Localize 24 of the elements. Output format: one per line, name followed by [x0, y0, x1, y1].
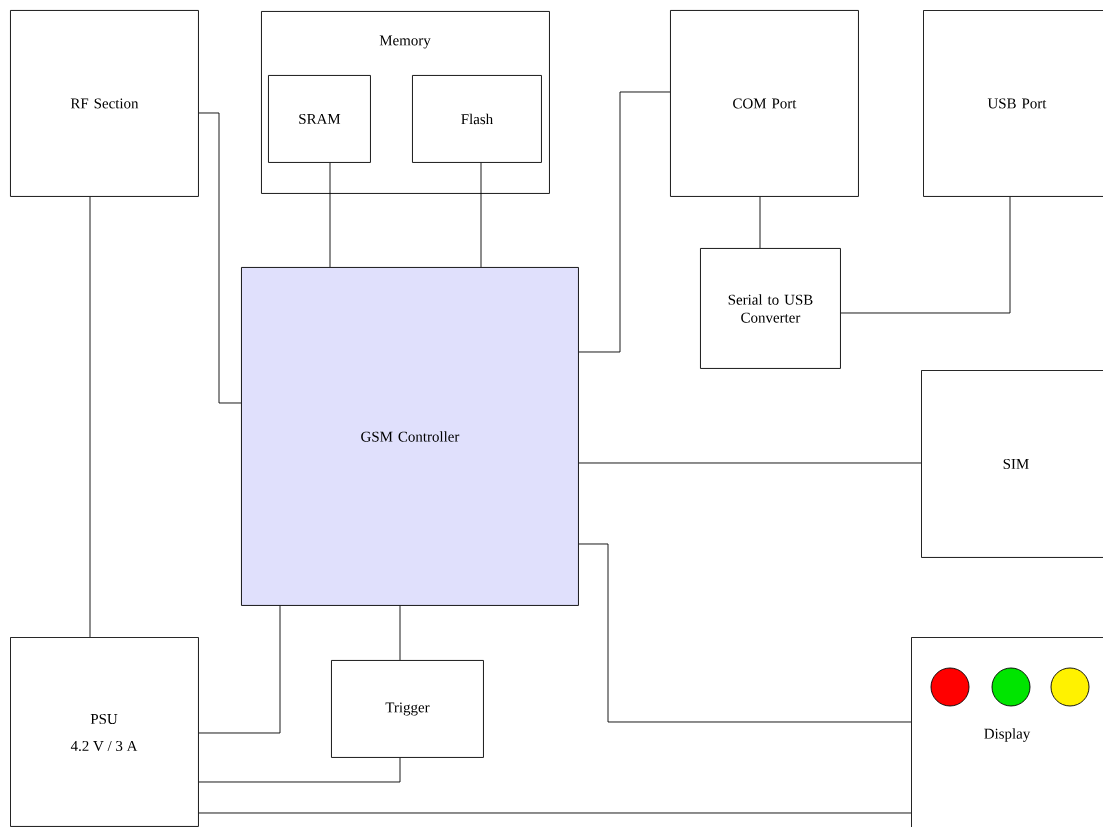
block-box: Trigger: [331, 660, 484, 758]
converter-box: Serial to USB Converter: [700, 248, 841, 369]
connector-line: [759, 196, 761, 249]
connector-line: [578, 462, 922, 464]
power-supply-box: PSU 4.2 V / 3 A: [10, 637, 199, 827]
connector-line: [198, 757, 401, 783]
connector-line: [399, 605, 401, 661]
port-box: USB Port: [923, 10, 1103, 197]
controller-box: GSM Controller: [241, 267, 579, 606]
block-box: SRAM: [268, 75, 371, 163]
connector-line: [578, 543, 912, 723]
port-box: COM Port: [670, 10, 859, 197]
connector-line: [840, 196, 1011, 314]
block-box: SIM: [921, 370, 1103, 558]
connector-line: [198, 605, 281, 734]
connector-line: [578, 91, 671, 353]
connector-line: [329, 162, 331, 268]
display-box: Display: [911, 637, 1103, 827]
block-box: RF Section: [10, 10, 199, 197]
connector-line: [198, 812, 912, 814]
block-box: Flash: [412, 75, 542, 163]
connector-line: [480, 162, 482, 268]
connector-line: [89, 196, 91, 638]
connector-line: [198, 112, 242, 404]
